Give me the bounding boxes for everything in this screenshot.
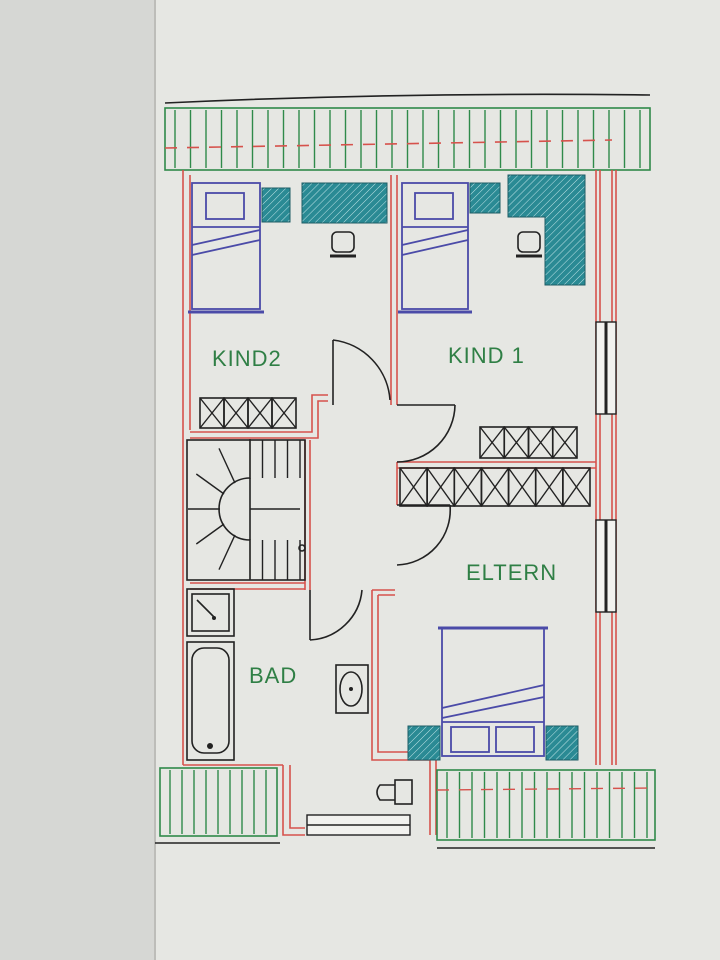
- room-label-kind1: KIND 1: [448, 343, 525, 368]
- hatch-line: [195, 523, 225, 545]
- hatch-line: [399, 467, 428, 507]
- chair-kind1: [516, 231, 542, 258]
- hatch-line: [218, 448, 236, 484]
- window-right-upper: [595, 321, 617, 415]
- room-label-eltern: ELTERN: [466, 560, 557, 585]
- wardrobe-kind2: [199, 397, 297, 429]
- hatch-line: [271, 397, 297, 429]
- door-eltern: [396, 504, 452, 566]
- room-label-kind2: KIND2: [212, 346, 282, 371]
- double-bed: [438, 626, 548, 757]
- balcony-right: [436, 769, 656, 849]
- hatch-line: [218, 534, 236, 570]
- desk-kind1: [507, 174, 586, 286]
- hatch-line: [195, 473, 225, 495]
- roof-overhang: [164, 93, 651, 171]
- hatch-line: [562, 467, 591, 507]
- wardrobe-eltern: [399, 467, 591, 507]
- hatch-line: [247, 397, 273, 429]
- room-label-bad: BAD: [249, 663, 297, 688]
- hatch-line: [503, 426, 530, 459]
- nightstand-right: [545, 725, 579, 761]
- hatch-line: [453, 467, 482, 507]
- hatch-line: [480, 467, 510, 507]
- hatch-line: [199, 397, 225, 429]
- desk-kind2: [301, 182, 388, 224]
- door-bad: [309, 589, 363, 641]
- bed-kind1: [398, 182, 472, 314]
- door-kind2: [332, 339, 391, 405]
- hatch-line: [508, 467, 537, 507]
- hatch-line: [527, 426, 554, 459]
- hatch-line: [535, 467, 564, 507]
- nightstand-kind2: [261, 187, 291, 223]
- nightstand-left: [407, 725, 441, 761]
- sink: [335, 664, 369, 714]
- balcony-left: [155, 767, 280, 844]
- bathtub: [186, 641, 235, 761]
- hatch-line: [426, 467, 455, 507]
- hatch-line: [552, 426, 578, 459]
- door-kind1: [396, 404, 456, 463]
- entrance-door: [306, 814, 411, 836]
- window-right-lower: [595, 519, 617, 613]
- hatch-line: [223, 397, 249, 429]
- nightstand-kind1: [469, 182, 501, 214]
- wardrobe-kind1: [479, 426, 578, 459]
- hatch-line: [479, 426, 505, 459]
- left-page: [0, 0, 160, 960]
- toilet: [376, 779, 413, 805]
- shower: [186, 588, 235, 637]
- staircase: [186, 439, 306, 581]
- bed-kind2: [188, 182, 264, 314]
- chair-kind2: [330, 231, 356, 258]
